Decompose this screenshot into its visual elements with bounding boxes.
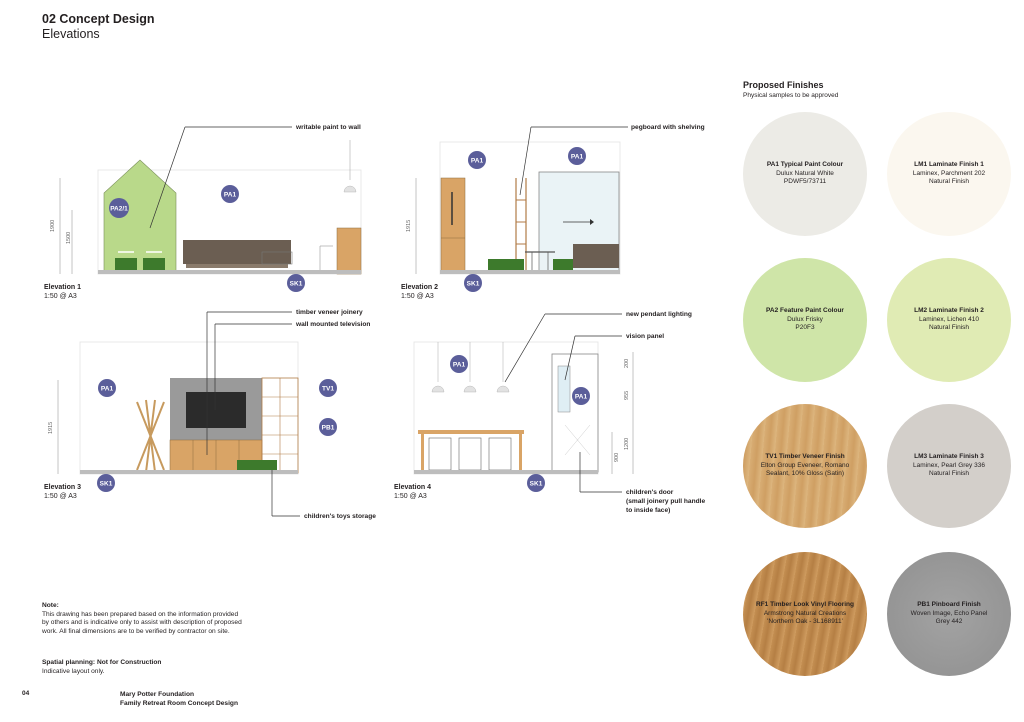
footer-client-block: Mary Potter Foundation Family Retreat Ro…: [120, 690, 238, 708]
swatch-lm2: LM2 Laminate Finish 2 Laminex, Lichen 41…: [887, 258, 1011, 382]
elevation-3-drawing: [57, 311, 300, 517]
swatch-line1: Dulux Frisky: [787, 315, 823, 323]
callout-timber-joinery: timber veneer joinery: [296, 309, 363, 316]
tag-pa1: PA1: [471, 158, 484, 165]
dim-1200: 1200: [624, 438, 630, 450]
spatial-note: Spatial planning: Not for Construction I…: [42, 659, 242, 676]
swatch-pb1: PB1 Pinboard Finish Woven Image, Echo Pa…: [887, 552, 1011, 676]
callout-wall-tv: wall mounted television: [296, 321, 371, 328]
dim-955: 955: [624, 391, 630, 400]
page-title: 02 Concept Design: [42, 12, 155, 26]
swatch-line2: Sealant, 10% Gloss (Satin): [765, 470, 845, 478]
swatch-name: PA2 Feature Paint Colour: [766, 307, 844, 315]
swatch-name: RF1 Timber Look Vinyl Flooring: [756, 601, 854, 609]
swatch-name: LM3 Laminate Finish 3: [914, 453, 984, 461]
swatch-name: PA1 Typical Paint Colour: [766, 161, 844, 169]
elevation-drawings: PA1 PA2/1 SK1 PA1 PA1 SK1 PA1 TV1 PB1 SK…: [48, 126, 634, 517]
swatch-name: LM1 Laminate Finish 1: [914, 161, 984, 169]
elevation-name: Elevation 2: [401, 284, 438, 291]
callout-door-line1: children's door: [626, 489, 674, 496]
dim-900: 900: [614, 453, 620, 462]
elevation-name: Elevation 4: [394, 484, 431, 491]
note-heading: Note:: [42, 602, 59, 609]
swatch-lm1: LM1 Laminate Finish 1 Laminex, Parchment…: [887, 112, 1011, 236]
callout-door: children's door (small joinery pull hand…: [626, 488, 705, 515]
finishes-subtitle: Physical samples to be approved: [743, 92, 839, 99]
finishes-title: Proposed Finishes: [743, 80, 824, 90]
swatch-line1: Elton Group Eveneer, Romano: [760, 461, 850, 469]
swatch-line2: Grey 442: [935, 618, 963, 626]
callout-writable-paint: writable paint to wall: [296, 124, 361, 131]
tag-pa1: PA1: [224, 192, 237, 199]
callout-pendant: new pendant lighting: [626, 311, 692, 318]
elevation-2-label: Elevation 2 1:50 @ A3: [401, 283, 438, 301]
tag-sk1: SK1: [467, 281, 480, 288]
spatial-heading: Spatial planning: Not for Construction: [42, 659, 162, 666]
note-body: This drawing has been prepared based on …: [42, 610, 242, 635]
swatch-line1: Laminex, Pearl Grey 336: [913, 461, 985, 469]
note-block: Note: This drawing has been prepared bas…: [42, 602, 242, 636]
swatch-line1: Laminex, Lichen 410: [919, 315, 979, 323]
swatch-line2: Natural Finish: [928, 470, 970, 478]
swatch-pa2: PA2 Feature Paint Colour Dulux Frisky P2…: [743, 258, 867, 382]
elevation-1-label: Elevation 1 1:50 @ A3: [44, 283, 81, 301]
elevation-name: Elevation 1: [44, 284, 81, 291]
tag-sk1: SK1: [100, 481, 113, 488]
elevation-scale: 1:50 @ A3: [44, 493, 77, 500]
elevation-scale: 1:50 @ A3: [44, 293, 77, 300]
footer-project: Family Retreat Room Concept Design: [120, 700, 238, 707]
dim-1915: 1915: [48, 422, 54, 434]
page-number: 04: [22, 690, 30, 697]
callout-pegboard: pegboard with shelving: [631, 124, 705, 131]
dim-200: 200: [624, 359, 630, 368]
swatch-rf1: RF1 Timber Look Vinyl Flooring Armstrong…: [743, 552, 867, 676]
swatch-name: LM2 Laminate Finish 2: [914, 307, 984, 315]
swatch-tv1: TV1 Timber Veneer Finish Elton Group Eve…: [743, 404, 867, 528]
swatch-line2: Natural Finish: [928, 178, 970, 186]
swatch-line1: Laminex, Parchment 202: [912, 169, 986, 177]
swatch-line1: Dulux Natural White: [776, 169, 834, 177]
swatch-name: PB1 Pinboard Finish: [917, 601, 981, 609]
swatch-line2: P20F3: [795, 324, 815, 332]
elevation-4-drawing: [413, 313, 634, 493]
tag-pa1: PA1: [101, 386, 114, 393]
tag-sk1: SK1: [530, 481, 543, 488]
callout-door-line3: to inside face): [626, 507, 671, 514]
swatch-lm3: LM3 Laminate Finish 3 Laminex, Pearl Gre…: [887, 404, 1011, 528]
swatch-line2: PDWF5/73711: [783, 178, 827, 186]
tag-pa1: PA1: [453, 362, 466, 369]
elevation-scale: 1:50 @ A3: [401, 293, 434, 300]
swatch-line2: 'Northern Oak - 3L168911': [767, 618, 843, 626]
tag-sk1: SK1: [290, 281, 303, 288]
dim-1915: 1915: [406, 220, 412, 232]
callout-toys-storage: children's toys storage: [304, 513, 376, 520]
tag-pb1: PB1: [322, 425, 335, 432]
elevation-3-label: Elevation 3 1:50 @ A3: [44, 483, 81, 501]
elevation-4-label: Elevation 4 1:50 @ A3: [394, 483, 431, 501]
tag-pa1: PA1: [575, 394, 588, 401]
swatch-line1: Woven Image, Echo Panel: [910, 609, 988, 617]
swatch-line1: Armstrong Natural Creations: [763, 609, 847, 617]
elevation-scale: 1:50 @ A3: [394, 493, 427, 500]
swatch-name: TV1 Timber Veneer Finish: [765, 453, 845, 461]
dim-1900: 1900: [50, 220, 56, 232]
elevation-1-drawing: [59, 126, 362, 275]
elevation-name: Elevation 3: [44, 484, 81, 491]
tag-pa2: PA2/1: [110, 206, 128, 213]
swatch-line2: Natural Finish: [928, 324, 970, 332]
page-subtitle: Elevations: [42, 27, 100, 41]
callout-vision-panel: vision panel: [626, 333, 665, 340]
footer-client: Mary Potter Foundation: [120, 691, 194, 698]
tag-pa1: PA1: [571, 154, 584, 161]
elevation-2-drawing: [415, 126, 628, 275]
swatch-pa1: PA1 Typical Paint Colour Dulux Natural W…: [743, 112, 867, 236]
callout-door-line2: (small joinery pull handle: [626, 498, 706, 505]
dim-1500: 1500: [66, 232, 72, 244]
spatial-body: Indicative layout only.: [42, 667, 105, 675]
tag-tv1: TV1: [322, 386, 334, 393]
